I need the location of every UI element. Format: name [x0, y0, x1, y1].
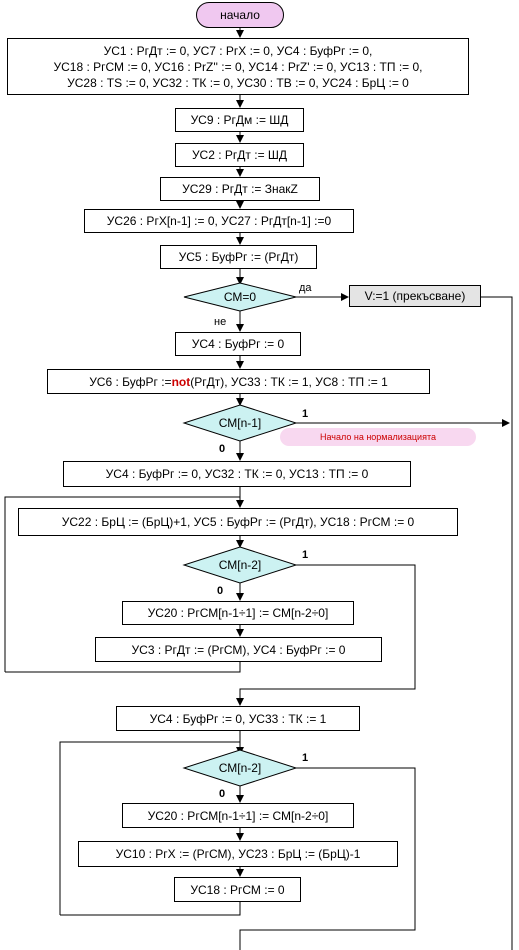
decision-d1-no-label: не — [214, 316, 227, 328]
decision-d4-one-label: 1 — [302, 752, 309, 764]
init-line-3: УС28 : TS := 0, УС32 : ТК := 0, УС30 : Т… — [67, 75, 409, 90]
block-us6-post: (РгДт), УС33 : ТК := 1, УС8 : ТП := 1 — [190, 374, 388, 389]
block-us4-us32-us13-text: УС4 : БуфРг := 0, УС32 : ТК := 0, УС13 :… — [105, 467, 369, 481]
decision-d3-text: СМ[n-2] — [218, 558, 262, 572]
block-us4-us33: УС4 : БуфРг := 0, УС33 : ТК := 1 — [116, 706, 360, 731]
decision-d1-text: СМ=0 — [223, 290, 257, 304]
arrow-loop1-entry — [4, 496, 240, 672]
decision-d2-zero-label: 0 — [219, 443, 226, 455]
decision-d2-one-label: 1 — [302, 408, 309, 420]
decision-d3-shape — [182, 546, 298, 584]
block-us22: УС22 : БрЦ := (БрЦ)+1, УС5 : БуфРг := (Р… — [18, 508, 458, 536]
block-us5: УС5 : БуфРг := (РгДт) — [160, 245, 317, 269]
decision-d1-yes-label: да — [299, 282, 312, 294]
init-block: УС1 : РгДт := 0, УС7 : РгХ := 0, УС4 : Б… — [7, 38, 469, 95]
block-us6-not-keyword: not — [171, 374, 191, 389]
block-us9: УС9 : РгДм := ШД — [175, 108, 304, 132]
block-us20-b: УС20 : РгСМ[n-1÷1] := СМ[n-2÷0] — [122, 803, 354, 828]
line-loop1-back — [5, 661, 241, 673]
line-interrupt-down — [480, 296, 513, 950]
interrupt-text: V:=1 (прекъсване) — [364, 289, 466, 303]
block-us9-text: УС9 : РгДм := ШД — [190, 113, 289, 127]
block-us26-us27-text: УС26 : РгХ[n-1] := 0, УС27 : РгДт[n-1] :… — [106, 214, 332, 228]
block-us2: УС2 : РгДт := ШД — [175, 143, 304, 167]
block-us29-text: УС29 : РгДт := ЗнакZ — [182, 182, 298, 196]
decision-d2-text: СМ[n-1] — [218, 416, 262, 430]
line-loop2-entry — [59, 741, 240, 915]
decision-d1: СМ=0 — [204, 290, 276, 304]
block-us6: УС6 : БуфРг := not(РгДт), УС33 : ТК := 1… — [47, 369, 430, 394]
block-us29: УС29 : РгДт := ЗнакZ — [160, 177, 320, 201]
block-us26-us27: УС26 : РгХ[n-1] := 0, УС27 : РгДт[n-1] :… — [84, 209, 354, 233]
block-us4-a-text: УС4 : БуфРг := 0 — [191, 337, 285, 351]
arrow-d4-one — [239, 767, 416, 950]
normalization-note-text: Начало на нормализацията — [319, 432, 436, 442]
decision-d4-zero-label: 0 — [219, 788, 226, 800]
decision-d3-one-label: 1 — [302, 549, 309, 561]
block-us4-us33-text: УС4 : БуфРг := 0, УС33 : ТК := 1 — [149, 711, 327, 726]
decision-d3: СМ[n-2] — [204, 558, 276, 572]
line-loop2-back — [60, 901, 241, 916]
decision-d4-shape — [182, 749, 298, 787]
block-us10-text: УС10 : РгХ := (РгСМ), УС23 : БрЦ := (БрЦ… — [115, 847, 361, 861]
block-us5-text: УС5 : БуфРг := (РгДт) — [178, 250, 299, 264]
block-us4-us32-us13: УС4 : БуфРг := 0, УС32 : ТК := 0, УС13 :… — [63, 461, 411, 487]
block-us10: УС10 : РгХ := (РгСМ), УС23 : БрЦ := (БрЦ… — [78, 841, 398, 867]
decision-d1-shape — [183, 282, 297, 312]
decision-d4: СМ[n-2] — [204, 761, 276, 775]
start-terminal: начало — [196, 2, 284, 28]
block-us18: УС18 : РгСМ := 0 — [174, 877, 301, 902]
interrupt-block: V:=1 (прекъсване) — [349, 285, 481, 307]
block-us20-a: УС20 : РгСМ[n-1÷1] := СМ[n-2÷0] — [122, 601, 354, 625]
block-us3: УС3 : РгДт := (РгСМ), УС4 : БуфРг := 0 — [95, 637, 382, 662]
block-us20-b-text: УС20 : РгСМ[n-1÷1] := СМ[n-2÷0] — [147, 808, 329, 823]
start-label: начало — [220, 8, 260, 22]
block-us3-text: УС3 : РгДт := (РгСМ), УС4 : БуфРг := 0 — [131, 642, 346, 657]
block-us2-text: УС2 : РгДт := ШД — [191, 148, 288, 162]
block-us22-text: УС22 : БрЦ := (БрЦ)+1, УС5 : БуфРг := (Р… — [61, 515, 415, 529]
decision-d2: СМ[n-1] — [204, 416, 276, 430]
init-line-1: УС1 : РгДт := 0, УС7 : РгХ := 0, УС4 : Б… — [103, 43, 373, 58]
block-us18-text: УС18 : РгСМ := 0 — [190, 882, 285, 897]
normalization-note: Начало на нормализацията — [280, 428, 476, 446]
init-line-2: УС18 : РгСМ := 0, УС16 : PrZ'' := 0, УС1… — [53, 59, 423, 74]
block-us4-a: УС4 : БуфРг := 0 — [175, 332, 301, 356]
arrow-d3-one — [236, 564, 416, 706]
decision-d4-text: СМ[n-2] — [218, 761, 262, 775]
decision-d3-zero-label: 0 — [217, 585, 224, 597]
decision-d2-shape — [182, 404, 298, 442]
block-us6-pre: УС6 : БуфРг := — [89, 374, 172, 389]
block-us20-a-text: УС20 : РгСМ[n-1÷1] := СМ[n-2÷0] — [147, 606, 329, 620]
